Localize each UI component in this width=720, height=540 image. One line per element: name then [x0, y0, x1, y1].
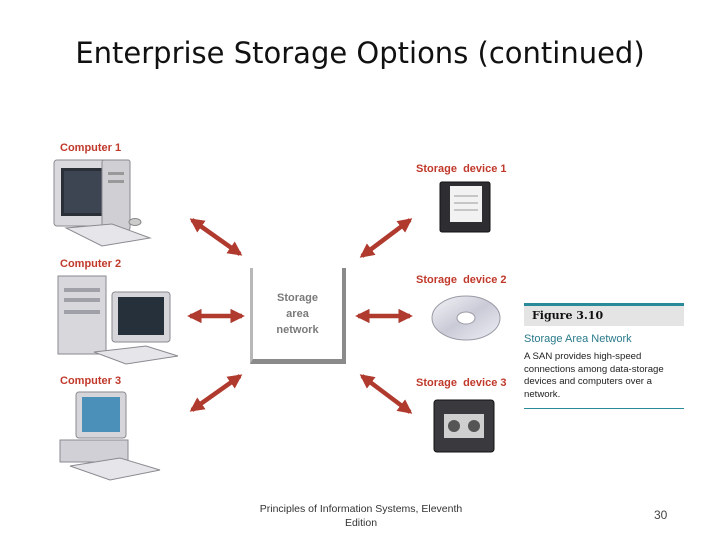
figure-title: Storage Area Network	[524, 333, 632, 345]
computer-1-label: Computer 1	[60, 142, 122, 154]
storage-device-1-label: Storage device 1	[416, 163, 507, 175]
workstation-computer-icon	[59, 391, 161, 481]
arrow-storage-3	[359, 374, 413, 414]
storage-device-3-label: Storage device 3	[416, 377, 507, 389]
connection-arrows	[187, 218, 413, 414]
tower-computer-icon	[57, 275, 179, 365]
floppy-disk-icon	[439, 181, 491, 233]
arrow-computer-1	[189, 218, 243, 256]
slide-title: Enterprise Storage Options (continued)	[75, 36, 645, 70]
storage-area-network-box: Storage area network	[250, 268, 346, 364]
slide-footer: Principles of Information Systems, Eleve…	[259, 503, 463, 529]
desktop-computer-icon	[53, 159, 152, 247]
figure-description: A SAN provides high-speed connections am…	[524, 351, 664, 400]
storage-device-2-label: Storage device 2	[416, 274, 507, 286]
san-label-line-3: network	[276, 324, 319, 336]
figure-number: Figure 3.10	[532, 309, 604, 322]
arrow-computer-3	[189, 374, 243, 412]
figure-tag: Figure 3.10	[524, 303, 684, 326]
arrow-storage-1	[359, 218, 413, 258]
san-label-line-2: area	[286, 308, 309, 320]
tape-cartridge-icon	[433, 399, 495, 453]
computer-2-label: Computer 2	[60, 258, 122, 270]
figure-caption: Figure 3.10 Storage Area Network A SAN p…	[524, 303, 684, 409]
san-label: Storage area network	[253, 290, 342, 338]
computer-3-label: Computer 3	[60, 375, 122, 387]
figure-rule	[524, 408, 684, 409]
page-number: 30	[654, 508, 668, 522]
optical-disc-icon	[431, 295, 501, 341]
san-label-line-1: Storage	[277, 292, 318, 304]
